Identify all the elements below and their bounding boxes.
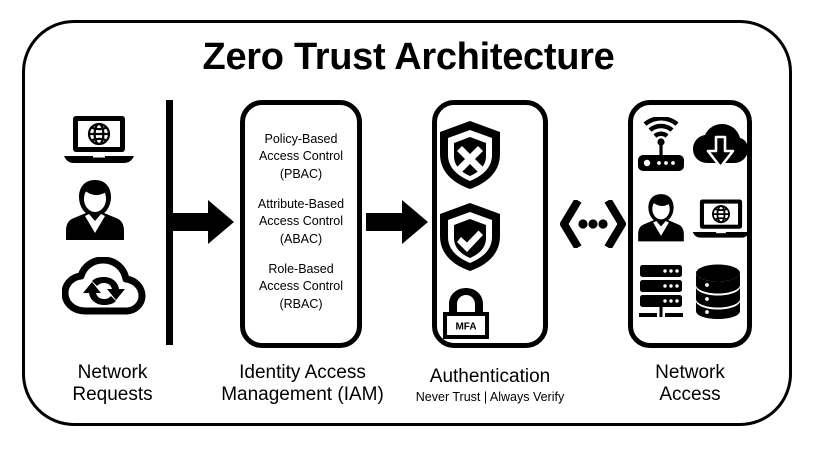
database-icon — [693, 263, 751, 319]
iam-box[interactable]: Policy-Based Access Control (PBAC) Attri… — [240, 100, 362, 348]
caption-authentication: Authentication Never Trust | Always Veri… — [398, 366, 582, 405]
shield-deny-icon — [437, 119, 543, 191]
shield-allow-icon — [437, 201, 543, 273]
policy-abac: Attribute-Based Access Control (ABAC) — [257, 197, 345, 246]
mfa-label: MFA — [455, 322, 476, 333]
page-title: Zero Trust Architecture — [202, 36, 615, 78]
user-icon — [62, 176, 162, 242]
authentication-subtitle: Never Trust | Always Verify — [415, 389, 565, 404]
policy-rbac: Role-Based Access Control (RBAC) — [258, 262, 344, 311]
network-requests-column — [62, 100, 162, 348]
laptop-globe-icon — [691, 197, 753, 241]
bidirectional-dots-connector — [560, 200, 626, 248]
caption-network-requests: Network Requests — [72, 362, 153, 405]
arrow-requests-to-iam — [172, 200, 234, 244]
user-icon — [635, 189, 693, 245]
wifi-router-icon — [635, 117, 693, 175]
network-access-box[interactable] — [628, 100, 752, 348]
requests-vertical-bar — [166, 100, 173, 345]
arrow-iam-to-auth — [366, 200, 428, 244]
server-rack-icon — [635, 263, 693, 319]
caption-network-access: Network Access — [655, 362, 725, 405]
lock-mfa-icon: MFA — [437, 285, 543, 343]
laptop-globe-icon — [62, 114, 162, 166]
cloud-sync-icon — [62, 257, 162, 315]
policy-pbac: Policy-Based Access Control (PBAC) — [258, 132, 344, 181]
cloud-download-icon — [691, 123, 753, 171]
caption-iam: Identity Access Management (IAM) — [221, 362, 384, 405]
authentication-box[interactable]: MFA — [432, 100, 548, 348]
